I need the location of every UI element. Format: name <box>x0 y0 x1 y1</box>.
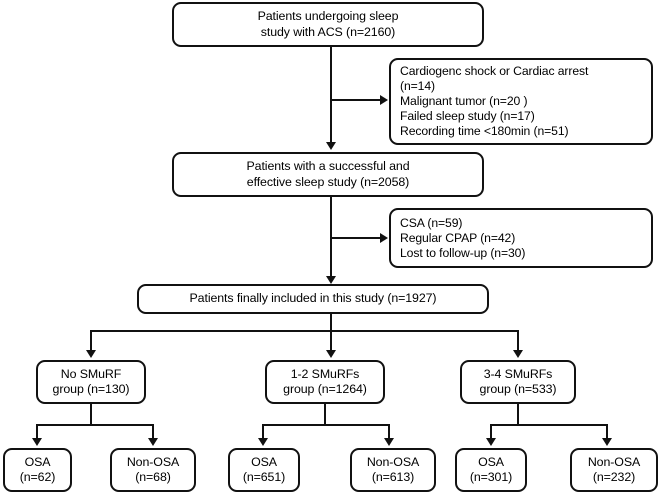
group-2-line1: 1-2 SMuRFs <box>290 366 360 381</box>
node-successful-line2: effective sleep study (n=2058) <box>246 174 410 189</box>
group-2-osa-line2: (n=651) <box>242 470 286 484</box>
connector-group-2-bus <box>262 424 390 427</box>
arrowhead-group-2 <box>326 350 336 358</box>
exclusion2-line1: CSA (n=59) <box>400 215 463 230</box>
node-exclusion-criteria-1: Cardiogenc shock or Cardiac arrest (n=14… <box>389 58 653 145</box>
exclusion2-line2: Regular CPAP (n=42) <box>400 230 516 245</box>
connector-group-1-drop-right <box>152 424 155 442</box>
arrowhead-group-1 <box>86 350 96 358</box>
exclusion1-line4: Failed sleep study (n=17) <box>400 109 535 123</box>
node-included-line1: Patients finally included in this study … <box>189 291 437 306</box>
node-exclusion-criteria-2: CSA (n=59) Regular CPAP (n=42) Lost to f… <box>389 208 653 268</box>
node-successful-sleep-study: Patients with a successful and effective… <box>172 152 484 197</box>
group-3-line2: group (n=533) <box>479 382 557 396</box>
arrowhead-group-3-non-osa <box>602 438 612 446</box>
group-2-osa-line1: OSA <box>251 454 277 469</box>
exclusion1-line2: (n=14) <box>400 79 435 93</box>
connector-enrolled-to-successful <box>330 47 333 148</box>
arrowhead-group-2-osa <box>258 438 268 446</box>
node-enrolled: Patients undergoing sleep study with ACS… <box>172 2 484 47</box>
connector-drop-group-2 <box>330 330 333 355</box>
group-1-line1: No SMuRF <box>60 366 122 381</box>
arrowhead-group-1-non-osa <box>148 438 158 446</box>
node-finally-included: Patients finally included in this study … <box>137 284 489 314</box>
group-2-line2: group (n=1264) <box>283 382 367 396</box>
connector-group-2-stem <box>324 404 327 426</box>
arrowhead-to-included <box>326 276 336 284</box>
node-group-3-4-smurfs: 3-4 SMuRFs group (n=533) <box>460 360 576 404</box>
group-1-non-osa-line1: Non-OSA <box>126 454 180 469</box>
group-1-osa-line1: OSA <box>24 454 51 469</box>
group-2-non-osa-line2: (n=613) <box>371 470 415 484</box>
group-3-non-osa-line2: (n=232) <box>592 470 636 484</box>
connector-group-1-stem <box>90 404 93 426</box>
group-2-non-osa-line1: Non-OSA <box>366 454 420 469</box>
connector-group-1-drop-left <box>36 424 39 442</box>
exclusion1-line1: Cardiogenc shock or Cardiac arrest <box>400 64 589 78</box>
exclusion1-line5: Recording time <180min (n=51) <box>400 124 569 138</box>
node-group-3-non-osa: Non-OSA (n=232) <box>570 448 658 492</box>
connector-to-exclusion2 <box>331 237 381 240</box>
group-1-osa-line2: (n=62) <box>19 470 56 484</box>
connector-drop-group-3 <box>517 330 520 355</box>
connector-group-bus <box>90 330 519 333</box>
connector-group-3-drop-left <box>490 424 493 442</box>
connector-to-exclusion1 <box>331 99 381 102</box>
group-1-non-osa-line2: (n=68) <box>135 470 171 484</box>
connector-group-1-bus <box>36 424 154 427</box>
arrowhead-group-2-non-osa <box>384 438 394 446</box>
group-3-non-osa-line1: Non-OSA <box>587 454 641 469</box>
arrowhead-group-3-osa <box>486 438 496 446</box>
node-group-no-smurf: No SMuRF group (n=130) <box>36 360 146 404</box>
exclusion1-line3: Malignant tumor (n=20 ) <box>400 94 528 108</box>
arrowhead-group-3 <box>513 350 523 358</box>
arrowhead-group-1-osa <box>32 438 42 446</box>
group-3-line1: 3-4 SMuRFs <box>483 366 553 381</box>
node-group-2-osa: OSA (n=651) <box>228 448 300 492</box>
node-group-3-osa: OSA (n=301) <box>455 448 527 492</box>
connector-drop-group-1 <box>90 330 93 355</box>
arrowhead-to-exclusion1 <box>380 95 388 105</box>
node-enrolled-line2: study with ACS (n=2160) <box>260 24 396 39</box>
arrowhead-to-successful <box>326 142 336 150</box>
connector-group-3-drop-right <box>606 424 609 442</box>
node-group-1-2-smurfs: 1-2 SMuRFs group (n=1264) <box>265 360 385 404</box>
node-enrolled-line1: Patients undergoing sleep <box>257 9 399 23</box>
node-group-1-osa: OSA (n=62) <box>3 448 72 492</box>
group-3-osa-line1: OSA <box>478 454 504 469</box>
connector-successful-to-included <box>330 197 333 282</box>
node-group-1-non-osa: Non-OSA (n=68) <box>110 448 196 492</box>
group-1-line2: group (n=130) <box>52 382 130 396</box>
arrowhead-to-exclusion2 <box>380 233 388 243</box>
connector-group-2-drop-left <box>262 424 265 442</box>
connector-group-3-bus <box>490 424 608 427</box>
connector-group-2-drop-right <box>388 424 391 442</box>
exclusion2-line3: Lost to follow-up (n=30) <box>400 245 526 260</box>
connector-group-3-stem <box>517 404 520 426</box>
node-group-2-non-osa: Non-OSA (n=613) <box>350 448 436 492</box>
connector-included-stem <box>330 314 333 332</box>
node-successful-line1: Patients with a successful and <box>246 159 410 173</box>
group-3-osa-line2: (n=301) <box>469 470 513 484</box>
